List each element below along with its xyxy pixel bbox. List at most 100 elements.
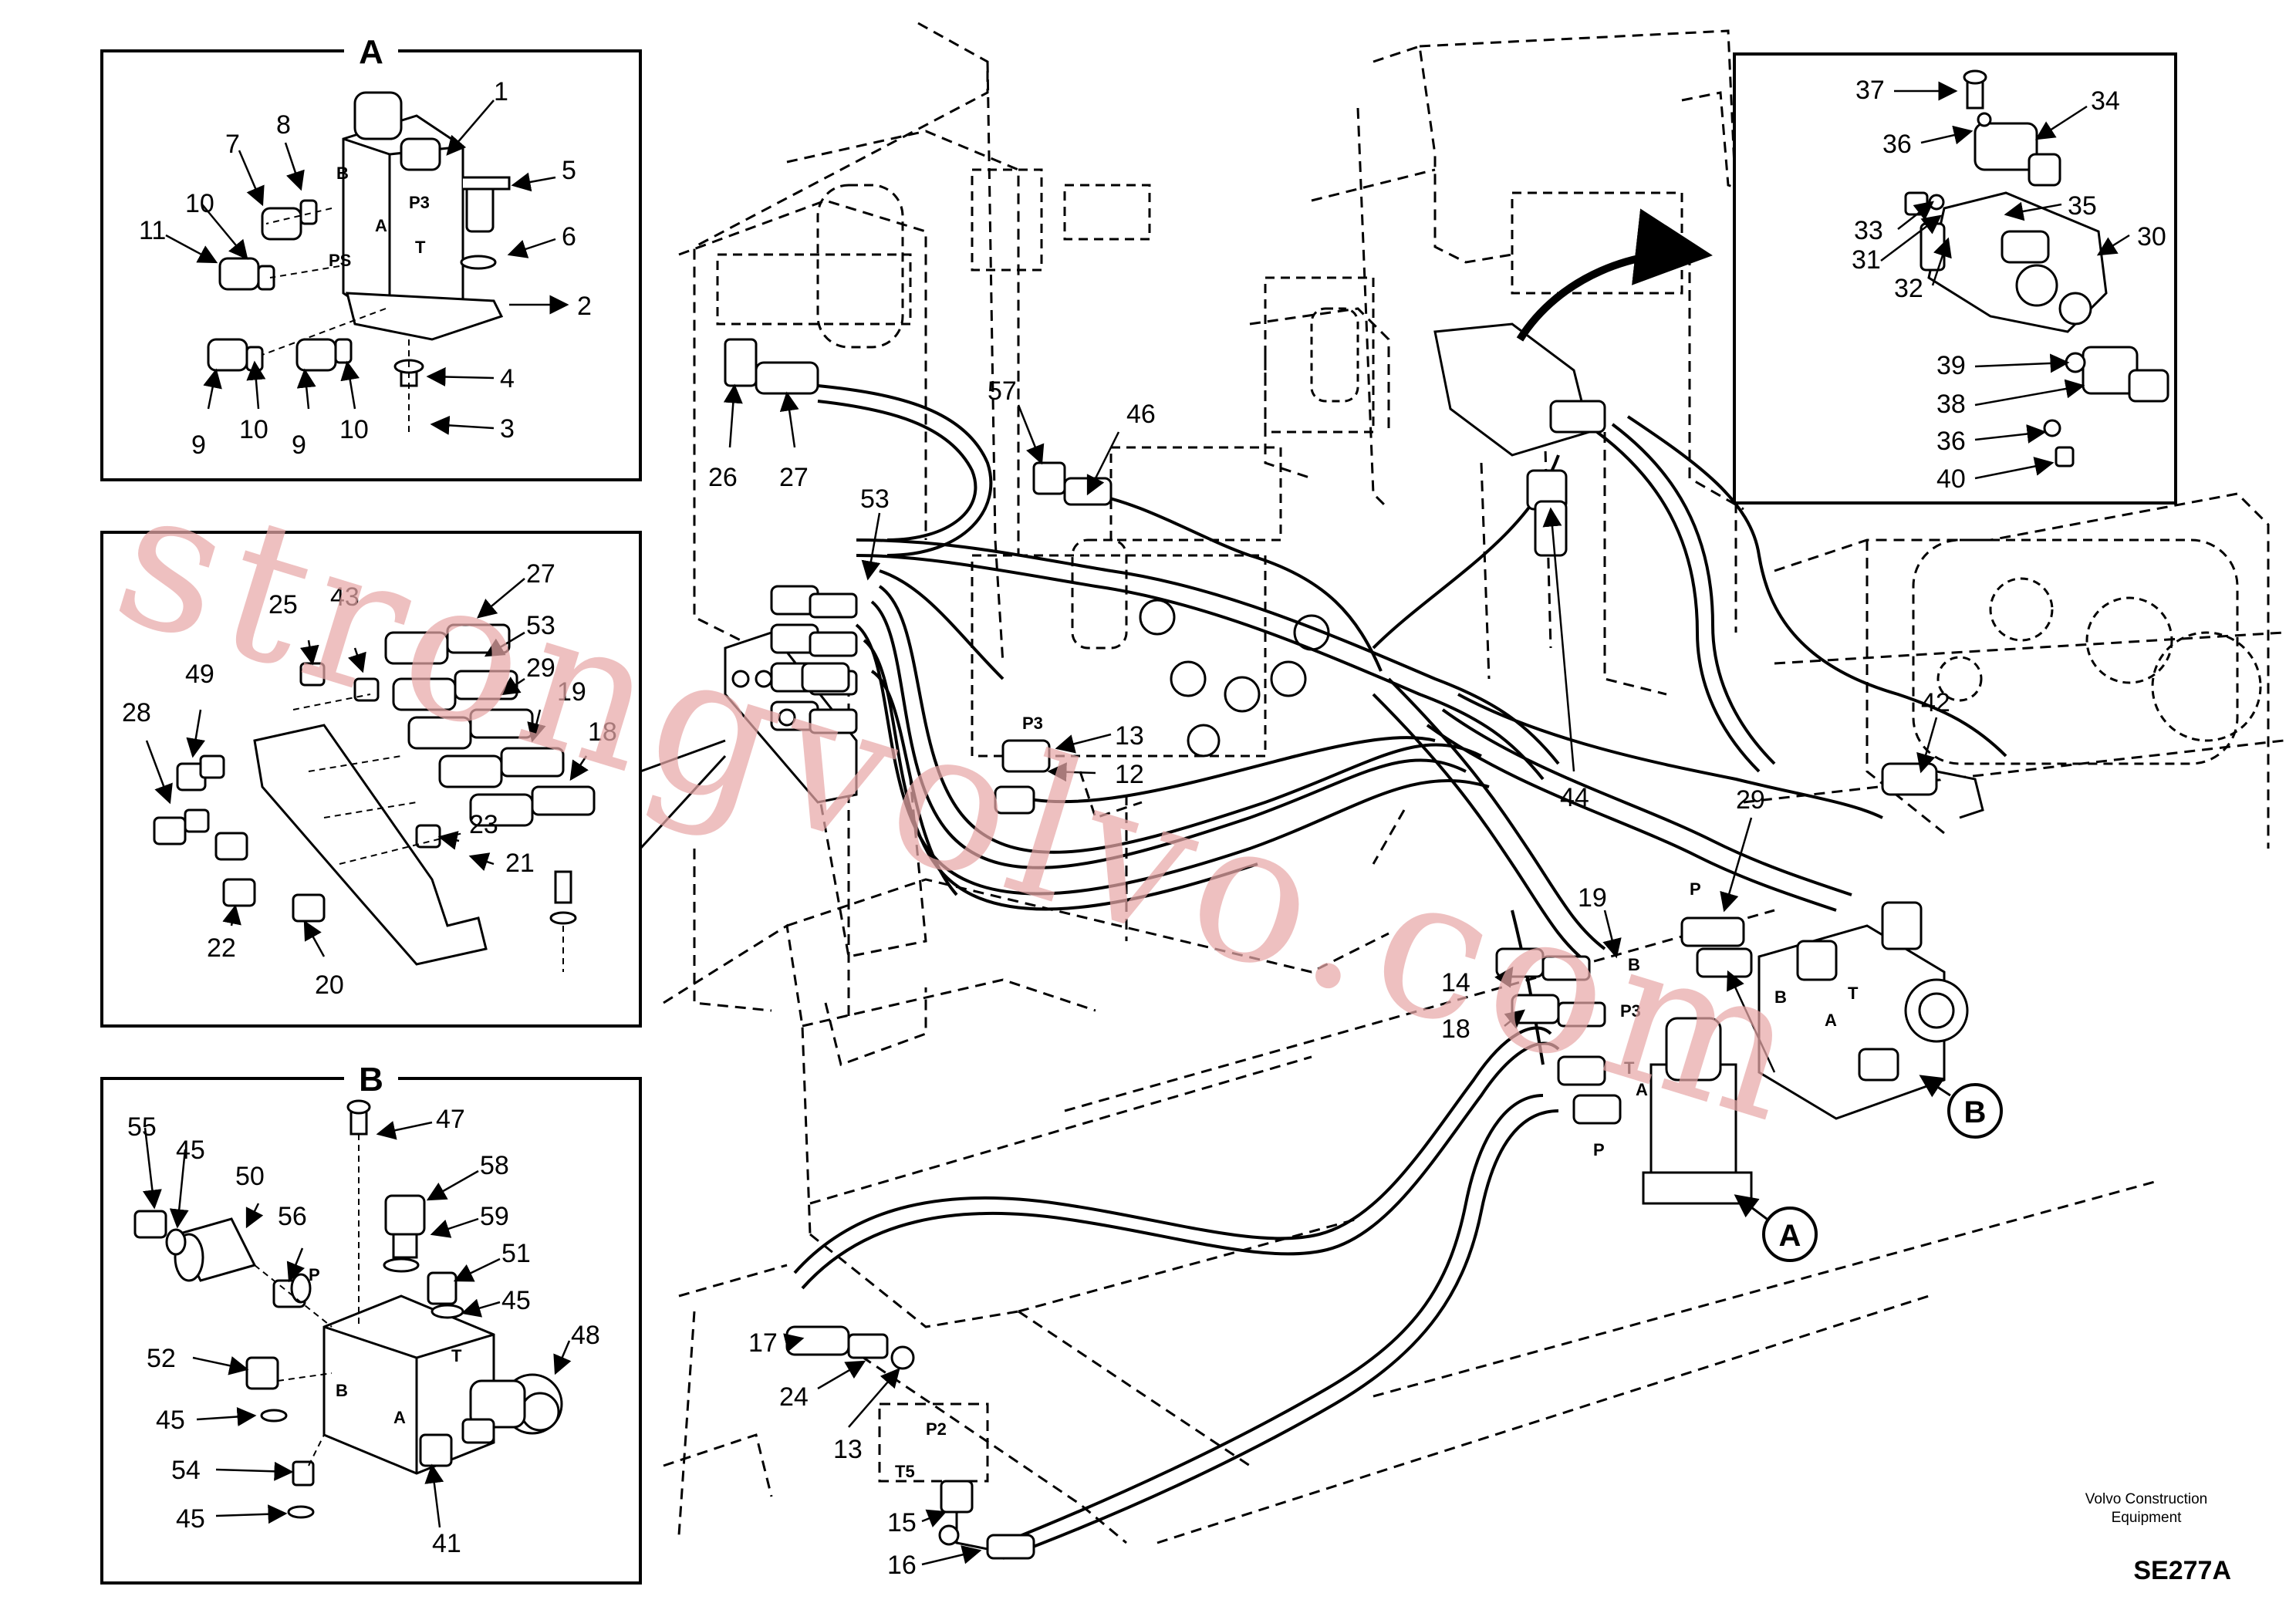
callout-45c: 45	[156, 1406, 185, 1435]
callout-10c: 10	[339, 415, 369, 444]
callout-34: 34	[2091, 86, 2120, 116]
port-label-p: P	[309, 1265, 320, 1284]
callout-26-main: 26	[708, 463, 738, 492]
callout-12-main: 12	[1115, 760, 1144, 789]
callout-48: 48	[571, 1321, 600, 1350]
callout-57-main: 57	[988, 376, 1017, 406]
view-marker-a-label: A	[1779, 1219, 1801, 1253]
callout-11: 11	[139, 216, 166, 245]
main-leaders	[723, 383, 1938, 1566]
callout-14-main: 14	[1441, 968, 1470, 997]
callouts-a: 1 2 3 4 5 6 7 8 9 9 10 10 10 10 11	[139, 77, 592, 460]
callout-53: 53	[526, 611, 555, 640]
callout-46-main: 46	[1126, 400, 1156, 429]
callout-37: 37	[1855, 76, 1885, 105]
callout-18: 18	[588, 717, 617, 747]
main-port-a-valve: A	[1825, 1011, 1837, 1030]
callout-36b: 36	[1936, 427, 1966, 456]
callout-54: 54	[171, 1456, 201, 1485]
port-label-ps: PS	[329, 251, 351, 270]
callout-13-main: 13	[1115, 721, 1144, 751]
callout-16-main: 16	[887, 1551, 917, 1580]
callout-10: 10	[185, 189, 214, 218]
callout-3: 3	[500, 414, 515, 444]
callout-30: 30	[2137, 222, 2166, 251]
port-label-t: T	[415, 238, 426, 257]
port-label-a-b: A	[393, 1408, 406, 1427]
brand-line-2: Equipment	[2111, 1510, 2182, 1526]
callout-44-main: 44	[1560, 783, 1589, 812]
callout-42-main: 42	[1921, 688, 1950, 717]
callouts-motor: 30 31 32 33 34 35 36 36 37 38 39 40	[1852, 76, 2166, 494]
callout-28: 28	[122, 698, 151, 727]
main-port-t-valve: T	[1848, 984, 1859, 1003]
main-port-t: T	[1624, 1058, 1635, 1078]
callout-21: 21	[505, 849, 535, 878]
callout-6: 6	[562, 222, 576, 251]
callout-13-lower: 13	[833, 1435, 863, 1464]
callout-1: 1	[494, 77, 508, 106]
callout-49: 49	[185, 660, 214, 689]
callout-58: 58	[480, 1151, 509, 1180]
view-marker-b-label: B	[1964, 1095, 1987, 1129]
main-port-labels: P3 P2 T5 B P3 T A P P B A T	[895, 714, 1859, 1481]
callout-18-main: 18	[1441, 1014, 1470, 1044]
detail-box-a: A B P3 A T PS	[100, 31, 642, 481]
callout-35: 35	[2068, 191, 2097, 221]
callout-19: 19	[557, 677, 586, 707]
detail-box-b-title: B	[359, 1061, 383, 1099]
callout-47: 47	[436, 1105, 465, 1134]
main-components	[716, 168, 2262, 765]
callout-25: 25	[268, 590, 298, 619]
callout-17-main: 17	[748, 1328, 778, 1358]
callout-45b: 45	[501, 1286, 531, 1315]
callout-9b: 9	[292, 430, 306, 460]
view-marker-a: A	[1734, 1194, 1818, 1262]
main-port-p-valve: P	[1690, 879, 1701, 899]
main-port-b: B	[1628, 955, 1640, 974]
callout-15-main: 15	[887, 1508, 917, 1537]
detail-box-b: B	[100, 1058, 642, 1585]
callout-19-main: 19	[1578, 883, 1607, 913]
main-callouts: 12 13 13 14 15 16 17 18 19 24 26 27 29 4…	[708, 376, 1950, 1580]
callout-56: 56	[278, 1202, 307, 1231]
callouts-middle: 18 19 20 21 22 23 25 27 28 29 43 49 53	[122, 559, 617, 1000]
callout-45: 45	[176, 1136, 205, 1165]
callout-5: 5	[562, 156, 576, 185]
detail-arrow	[1516, 208, 1713, 342]
callout-8: 8	[276, 110, 291, 140]
callout-36: 36	[1882, 130, 1912, 159]
callout-29: 29	[526, 653, 555, 683]
detail-box-a-title: A	[359, 33, 383, 71]
detail-box-motor: 30 31 32 33 34 35 36 36 37 38 39 40	[1733, 52, 2177, 505]
callout-40: 40	[1936, 464, 1966, 494]
callout-39: 39	[1936, 351, 1966, 380]
callout-7: 7	[225, 130, 240, 159]
drawing-code: SE277A	[2133, 1556, 2231, 1585]
callout-24-main: 24	[779, 1382, 809, 1412]
port-label-b-b: B	[336, 1381, 348, 1400]
callout-27: 27	[526, 559, 555, 589]
callout-55: 55	[127, 1112, 157, 1142]
callout-59: 59	[480, 1202, 509, 1231]
view-marker-b: B	[1919, 1075, 2003, 1139]
callout-23: 23	[469, 810, 498, 839]
callout-51: 51	[501, 1239, 531, 1268]
main-port-p3: P3	[1022, 714, 1043, 733]
callout-50: 50	[235, 1162, 265, 1191]
callout-31: 31	[1852, 245, 1881, 275]
callout-32: 32	[1894, 274, 1923, 303]
brand-line-1: Volvo Construction	[2085, 1491, 2208, 1507]
port-label-a: A	[375, 216, 387, 235]
callout-4: 4	[500, 364, 515, 393]
callout-43: 43	[330, 582, 360, 612]
hose-lines	[793, 384, 2007, 1560]
port-label-b: B	[336, 164, 349, 183]
callout-22: 22	[207, 933, 236, 963]
callouts-b: 41 45 45 45 45 45 47 48 50 51 52 54 55 5…	[127, 1105, 600, 1558]
callout-10b: 10	[239, 415, 268, 444]
callout-41: 41	[432, 1529, 461, 1558]
callout-52: 52	[147, 1344, 176, 1373]
callout-9: 9	[191, 430, 206, 460]
